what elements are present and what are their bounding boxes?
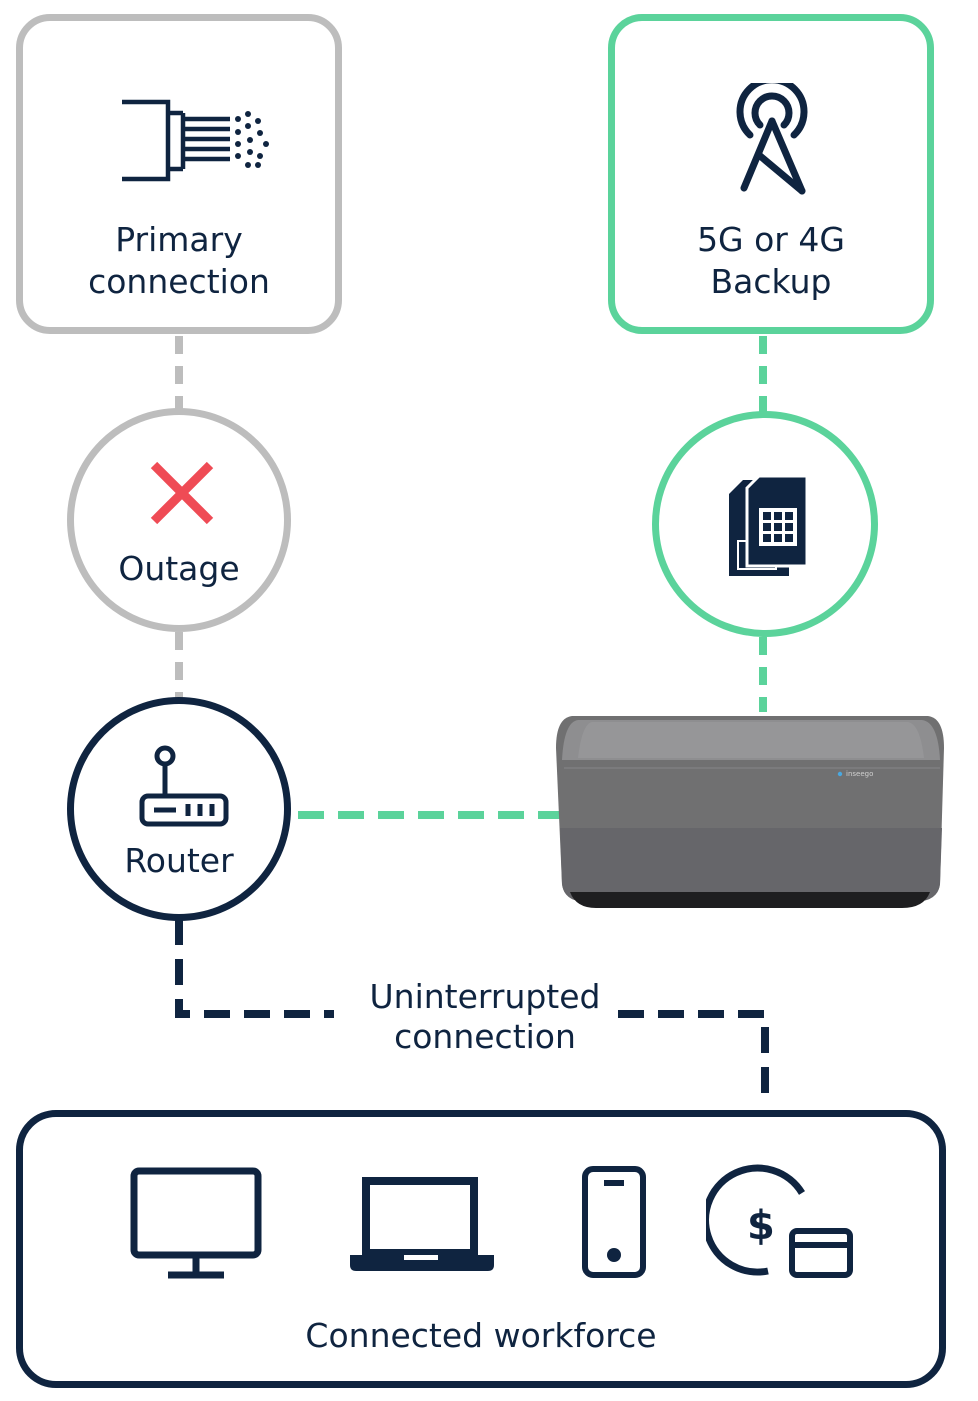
outage-label: Outage [118, 549, 240, 588]
workforce-label: Connected workforce [305, 1316, 657, 1355]
svg-text:$: $ [747, 1203, 775, 1249]
x-mark-icon [150, 461, 214, 525]
primary-label-line2: connection [88, 262, 270, 301]
link-label-line1: Uninterrupted [369, 977, 601, 1016]
device-brand-text: inseego [846, 770, 873, 778]
outage-circle: Outage [67, 408, 291, 632]
cell-tower-icon [736, 83, 808, 195]
laptop-icon [350, 1177, 494, 1271]
router-icon [139, 745, 229, 827]
router-label: Router [124, 841, 234, 880]
uninterrupted-line-left [175, 919, 334, 1018]
backup-connection-box: 5G or 4G Backup [608, 14, 934, 334]
primary-connection-box: Primary connection [16, 14, 342, 334]
sim-cards-icon [729, 474, 809, 576]
connected-workforce-box: $ Connected workforce [16, 1110, 946, 1388]
link-label-line2: connection [394, 1017, 576, 1056]
5g-gateway-device: inseego [556, 716, 944, 908]
desktop-monitor-icon [130, 1167, 262, 1279]
router-circle: Router [67, 697, 291, 921]
payment-terminal-icon: $ [706, 1164, 853, 1278]
sim-circle [652, 411, 878, 637]
backup-label-line2: Backup [710, 262, 832, 301]
primary-label-line1: Primary [115, 220, 243, 259]
backup-label-line1: 5G or 4G [697, 220, 845, 259]
fiber-cable-icon [122, 99, 269, 182]
uninterrupted-line-right [618, 1010, 769, 1100]
smartphone-icon [582, 1166, 646, 1278]
